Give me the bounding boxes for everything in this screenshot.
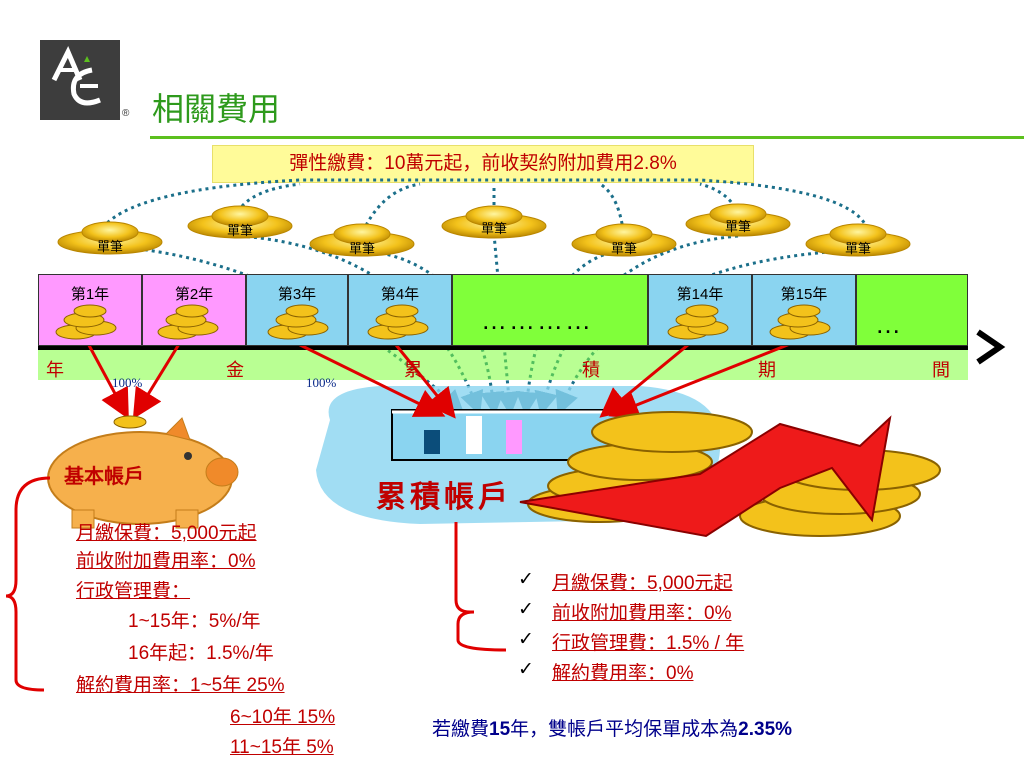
coins-icon [54,302,118,350]
footer-pre: 若繳費 [432,719,490,740]
growth-arrow-icon [519,415,892,538]
gold-ingot-icon [685,203,791,237]
basic-detail-line: 行政管理費： [76,581,191,602]
single-premium-label: 單筆 [348,242,375,257]
timeline-word: 期 [758,360,776,380]
single-premium-label: 單筆 [96,240,123,255]
basic-detail-line: 1~15年：5%/年 [128,611,261,632]
year-label: 第1年 [70,286,110,303]
coins-icon [666,302,730,347]
check-icon: ✓ [518,659,534,680]
coins-icon [156,302,220,347]
accum-detail-line: 解約費用率：0% [552,663,694,684]
flexible-payment-note: 彈性繳費：10萬元起，前收契約附加費用2.8% [212,145,754,183]
timeline-word: 間 [932,360,950,380]
year-label: 第2年 [174,286,214,303]
coins-icon [768,302,832,347]
footer-years: 15 [489,719,511,740]
accum-detail-line: 月繳保費：5,000元起 [552,573,733,594]
timeline-word: 累 [404,360,422,380]
footer-cost: 2.35% [738,719,793,740]
basic-account-title: 基本帳戶 [64,464,144,488]
single-premium-label: 單筆 [724,220,751,235]
single-premium-label: 單筆 [610,242,637,257]
accumulation-account-title: 累積帳戶 [376,480,512,515]
coins-icon [366,302,430,347]
timeline-word: 金 [226,360,244,380]
check-icon: ✓ [518,569,534,590]
basic-detail-line: 6~10年 15% [230,707,336,728]
gold-ingot-icon [57,221,163,255]
check-icon: ✓ [518,629,534,650]
year-label: 第4年 [380,286,420,303]
single-premium-label: 單筆 [844,242,871,257]
gold-ingot-icon [805,223,911,257]
gold-ingot-icon [571,223,677,257]
gold-ingot-icon [309,223,415,257]
gold-ingot-icon [441,205,547,239]
accum-detail-line: 行政管理費：1.5% / 年 [552,633,745,654]
ellipsis-end: … [875,309,901,339]
page-title: 相關費用 [152,91,281,127]
accum-detail-line: 前收附加費用率：0% [552,603,732,624]
year-label: 第3年 [277,286,317,303]
piggy-bank-icon [47,415,239,529]
ellipsis-middle: ………… [481,305,593,335]
single-premium-label: 單筆 [226,224,253,239]
title-divider [150,136,1024,139]
basic-detail-line: 11~15年 5% [230,737,334,758]
coins-icon [266,302,330,347]
year-cell-ellipsis: … [856,274,968,346]
basic-detail-line: 月繳保費：5,000元起 [76,523,257,544]
basic-detail-line: 16年起：1.5%/年 [128,643,274,664]
gold-ingot-icon [187,205,293,239]
basic-detail-line: 解約費用率：1~5年 25% [76,675,285,696]
year-cell-ellipsis: ………… [452,274,648,346]
ace-logo-icon [40,40,120,120]
single-premium-label: 單筆 [480,222,507,237]
year-label: 第15年 [780,286,828,303]
timeline-word: 積 [582,360,600,380]
percent-label: 100% [306,375,337,390]
footer-mid: 年，雙帳戶平均保單成本為 [510,719,739,740]
percent-label: 100% [112,375,143,390]
basic-detail-line: 前收附加費用率：0% [76,551,256,572]
registered-mark: ® [122,108,130,119]
logo [40,40,120,120]
check-icon: ✓ [518,599,534,620]
average-cost-note: 若繳費15年，雙帳戶平均保單成本為2.35% [432,714,792,741]
year-label: 第14年 [676,286,724,303]
timeline-word: 年 [46,360,64,380]
